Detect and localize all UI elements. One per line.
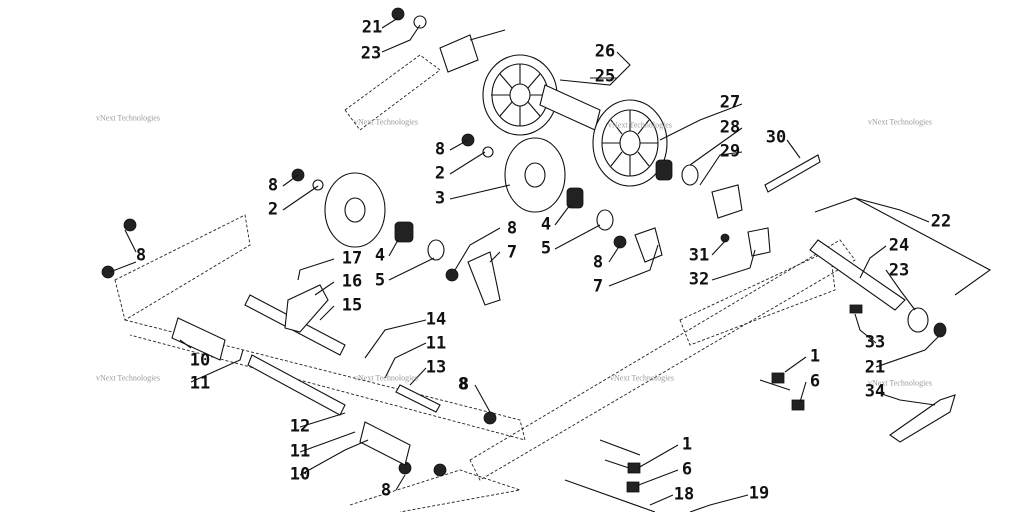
callout-label: 21 xyxy=(361,17,383,38)
callout-label: 4 xyxy=(540,214,552,235)
callout-label: 2 xyxy=(434,163,446,184)
left-upper-rail xyxy=(114,54,526,441)
callout-label: 14 xyxy=(425,309,447,330)
callout-label: 1 xyxy=(809,346,821,367)
callout-label: 6 xyxy=(681,459,693,480)
fasteners xyxy=(101,7,730,477)
callout-label: 10 xyxy=(189,350,211,371)
callout-label: 3 xyxy=(434,188,446,209)
watermark: vNext Technologies xyxy=(868,117,932,127)
callout-label: 22 xyxy=(930,211,952,232)
watermark: vNext Technologies xyxy=(96,113,160,123)
callout-label: 10 xyxy=(289,464,311,485)
watermark: vNext Technologies xyxy=(608,120,672,130)
callout-label: 13 xyxy=(425,357,447,378)
callout-label: 8 xyxy=(434,139,446,160)
idler-wheel-26 xyxy=(482,54,558,136)
callout-label: 8 xyxy=(135,245,147,266)
callout-label: 33 xyxy=(864,332,886,353)
callout-label: 21 xyxy=(864,357,886,378)
callout-label: 18 xyxy=(673,484,695,505)
callout-label: 11 xyxy=(189,373,211,394)
callout-label: 26 xyxy=(594,41,616,62)
main-rail xyxy=(349,239,856,512)
callout-label: 8 xyxy=(380,480,392,501)
callout-label: 5 xyxy=(540,238,552,259)
callout-label: 34 xyxy=(864,381,886,402)
watermark: vNext Technologies xyxy=(868,378,932,388)
callout-label: 16 xyxy=(341,271,363,292)
wheel-3-front xyxy=(324,172,386,248)
callout-label: 11 xyxy=(289,441,311,462)
callout-label: 2 xyxy=(267,199,279,220)
callout-label: 15 xyxy=(341,295,363,316)
callout-label: 12 xyxy=(289,416,311,437)
callout-label: 4 xyxy=(374,245,386,266)
callout-label: 24 xyxy=(888,235,910,256)
axle-25 xyxy=(539,84,601,131)
watermark: vNext Technologies xyxy=(610,373,674,383)
callout-label: 6 xyxy=(809,371,821,392)
callout-label: 11 xyxy=(425,333,447,354)
callout-label: 7 xyxy=(506,242,518,263)
idler-wheel-27 xyxy=(592,99,668,187)
watermark: vNext Technologies xyxy=(354,117,418,127)
leader-lines xyxy=(109,17,941,512)
wheel-3-rear xyxy=(504,137,566,213)
callout-label: 8 xyxy=(457,374,469,395)
callout-label: 8 xyxy=(267,175,279,196)
callout-label: 27 xyxy=(719,92,741,113)
callout-label: 19 xyxy=(748,483,770,504)
callout-label: 30 xyxy=(765,127,787,148)
callout-label: 31 xyxy=(688,245,710,266)
callout-label: 8 xyxy=(458,374,470,395)
callout-label: 5 xyxy=(374,270,386,291)
callout-label: 25 xyxy=(594,66,616,87)
callout-label: 7 xyxy=(592,276,604,297)
callout-label: 17 xyxy=(341,248,363,269)
callout-label: 8 xyxy=(592,252,604,273)
callout-label: 23 xyxy=(888,260,910,281)
watermark: vNext Technologies xyxy=(354,373,418,383)
watermark: vNext Technologies xyxy=(96,373,160,383)
callout-label: 32 xyxy=(688,269,710,290)
callout-label: 29 xyxy=(719,141,741,162)
callout-label: 28 xyxy=(719,117,741,138)
callout-label: 1 xyxy=(681,434,693,455)
callout-label: 23 xyxy=(360,43,382,64)
callout-label: 8 xyxy=(506,218,518,239)
